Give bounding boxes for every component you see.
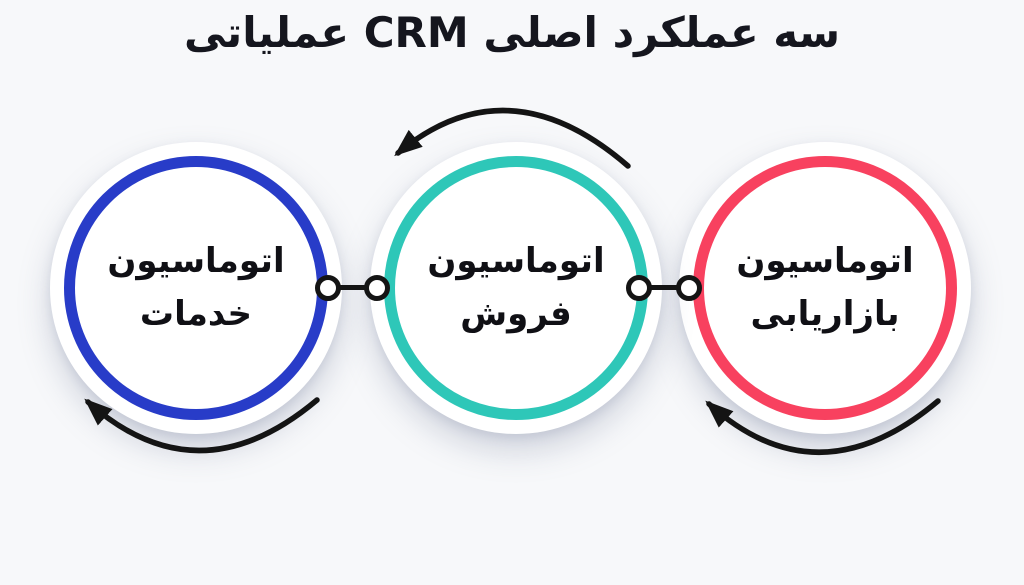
circle-label-line2: خدمات <box>139 294 253 334</box>
circle-sales-automation: اتوماسیون فروش <box>370 142 662 434</box>
connector-node-icon <box>626 275 652 301</box>
circle-label-service: اتوماسیون خدمات <box>107 235 284 340</box>
circle-label-line2: بازاریابی <box>750 294 900 334</box>
connector-node-icon <box>676 275 702 301</box>
circle-label-line1: اتوماسیون <box>107 241 285 282</box>
circle-label-line1: اتوماسیون <box>427 241 605 282</box>
circle-label-sales: اتوماسیون فروش <box>427 235 604 340</box>
connector-line <box>639 285 689 290</box>
circle-marketing-automation: اتوماسیون بازاریابی <box>679 142 971 434</box>
diagram-title: سه عملکرد اصلی CRM عملیاتی <box>183 8 841 57</box>
circle-ring-marketing: اتوماسیون بازاریابی <box>693 156 957 420</box>
circle-ring-service: اتوماسیون خدمات <box>64 156 328 420</box>
circle-label-marketing: اتوماسیون بازاریابی <box>736 235 913 340</box>
connector-node-icon <box>315 275 341 301</box>
connector-node-icon <box>364 275 390 301</box>
circle-ring-sales: اتوماسیون فروش <box>384 156 648 420</box>
circle-service-automation: اتوماسیون خدمات <box>50 142 342 434</box>
circle-label-line2: فروش <box>460 294 572 334</box>
connector-line <box>328 285 377 290</box>
circle-label-line1: اتوماسیون <box>736 241 914 282</box>
